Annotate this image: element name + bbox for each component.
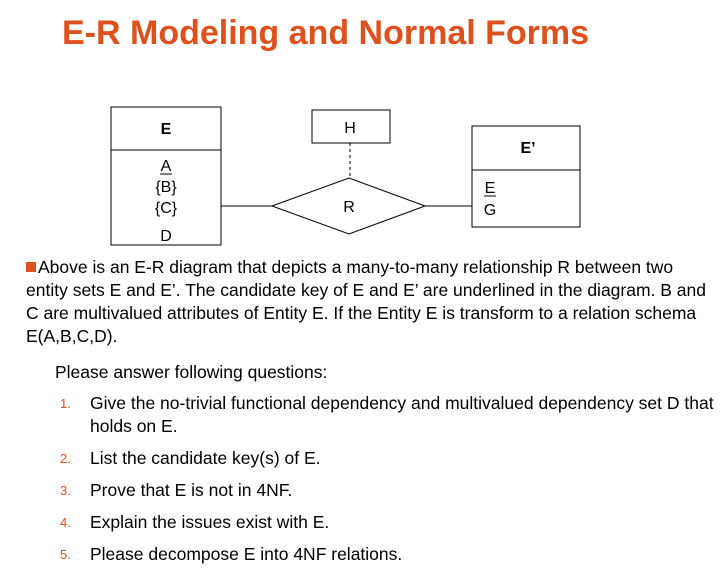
question-text: List the candidate key(s) of E.	[90, 448, 321, 468]
question-text: Prove that E is not in 4NF.	[90, 480, 293, 500]
er-diagram: E A {B} {C} D H R E’ E G	[110, 106, 581, 246]
question-number: 3.	[60, 483, 71, 498]
questions-prompt: Please answer following questions:	[55, 362, 328, 382]
entity-e-attribute-a: A	[161, 158, 172, 175]
question-number: 1.	[60, 396, 71, 411]
question-item-1: 1. Give the no-trivial functional depend…	[55, 392, 715, 438]
attribute-h-label: H	[344, 120, 356, 137]
entity-e: E A {B} {C} D	[110, 106, 222, 246]
relationship-r-diamond	[270, 177, 427, 235]
relationship-r: R	[270, 177, 427, 235]
question-number: 2.	[60, 451, 71, 466]
entity-e-attribute-c: {C}	[155, 200, 178, 217]
entity-e-prime-name: E’	[520, 140, 535, 157]
entity-e-prime-attributes-box	[471, 169, 581, 228]
relationship-r-label: R	[343, 199, 355, 216]
description-paragraph: Above is an E-R diagram that depicts a m…	[26, 256, 716, 348]
question-text: Give the no-trivial functional dependenc…	[90, 393, 714, 436]
question-text: Explain the issues exist with E.	[90, 512, 330, 532]
question-text: Please decompose E into 4NF relations.	[90, 544, 403, 564]
question-number: 5.	[60, 547, 71, 562]
entity-e-prime-attribute-e: E	[485, 180, 496, 197]
entity-e-prime-attribute-g: G	[484, 202, 496, 219]
description-text: Above is an E-R diagram that depicts a m…	[26, 257, 707, 346]
question-item-3: 3. Prove that E is not in 4NF.	[55, 479, 715, 502]
slide-title: E-R Modeling and Normal Forms	[62, 14, 590, 52]
entity-e-attributes-box	[110, 149, 222, 246]
entity-e-name: E	[161, 121, 172, 138]
entity-e-prime: E’ E G	[471, 125, 581, 228]
question-item-2: 2. List the candidate key(s) of E.	[55, 447, 715, 470]
question-item-4: 4. Explain the issues exist with E.	[55, 511, 715, 534]
questions-list: 1. Give the no-trivial functional depend…	[55, 392, 715, 575]
attribute-h-box	[311, 109, 391, 144]
question-number: 4.	[60, 515, 71, 530]
question-item-5: 5. Please decompose E into 4NF relations…	[55, 543, 715, 566]
entity-e-attribute-b: {B}	[155, 179, 177, 196]
square-bullet-icon	[26, 262, 36, 272]
entity-e-attribute-d: D	[160, 228, 172, 245]
relationship-attribute-h: H	[311, 109, 391, 144]
